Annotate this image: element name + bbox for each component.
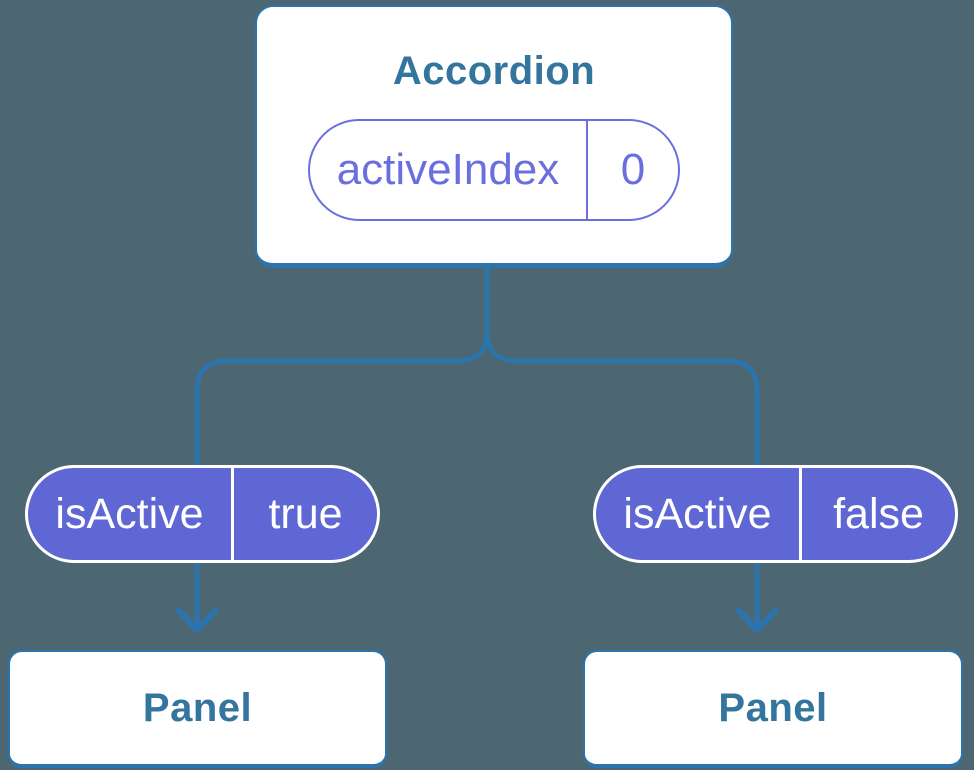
state-pill-activeindex: activeIndex 0 bbox=[308, 119, 680, 221]
panel-title: Panel bbox=[142, 685, 253, 730]
prop-pill-isactive-false: isActive false bbox=[593, 465, 958, 563]
prop-pill-label: isActive bbox=[28, 468, 234, 560]
prop-pill-value: false bbox=[833, 489, 924, 538]
prop-pill-isactive-true: isActive true bbox=[25, 465, 380, 563]
prop-pill-label: isActive bbox=[596, 468, 802, 560]
panel-component-card-right: Panel bbox=[583, 650, 963, 768]
prop-pill-value: true bbox=[268, 489, 343, 538]
arrowhead-down-left-icon bbox=[176, 608, 218, 633]
arrowhead-down-right-icon bbox=[736, 608, 778, 633]
panel-component-card-left: Panel bbox=[8, 650, 387, 768]
accordion-title: Accordion bbox=[392, 49, 596, 93]
state-pill-value: 0 bbox=[620, 145, 646, 194]
connector-right-branch bbox=[484, 260, 760, 628]
panel-title: Panel bbox=[718, 685, 828, 730]
state-pill-label: activeIndex bbox=[310, 121, 588, 219]
connector-left-branch bbox=[194, 260, 490, 628]
accordion-component-card: Accordion activeIndex 0 bbox=[255, 5, 733, 268]
